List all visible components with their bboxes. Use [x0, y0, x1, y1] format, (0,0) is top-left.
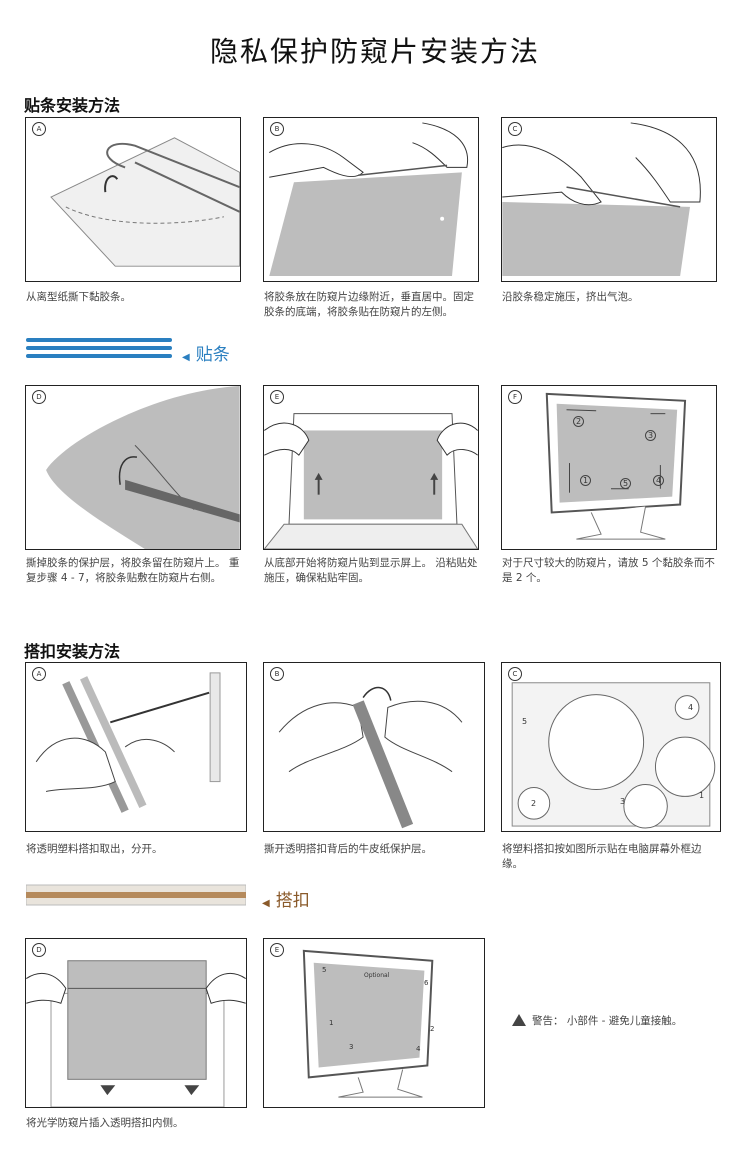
- clip-e-optional: Optional: [364, 972, 390, 979]
- badge-a: A: [32, 122, 46, 136]
- monitor-label-5: 5: [620, 478, 631, 489]
- step-f-caption: 对于尺寸较大的防窥片，请放 5 个黏胶条而不是 2 个。: [502, 557, 715, 584]
- clip-step-d-caption: 将光学防窥片插入透明搭扣内侧。: [26, 1117, 184, 1129]
- step-a-caption: 从离型纸撕下黏胶条。: [26, 291, 131, 303]
- strip-label: 贴条: [195, 345, 230, 365]
- badge-c: C: [508, 122, 522, 136]
- clip-badge-a: A: [32, 667, 46, 681]
- strip-legend: ◀ 贴条: [182, 340, 230, 365]
- monitor-label-2: 2: [573, 416, 584, 427]
- monitor-label-3: 3: [645, 430, 656, 441]
- warning-text: 警告： 小部件 - 避免儿童接触。: [532, 1015, 683, 1027]
- badge-e: E: [270, 390, 284, 404]
- warning-notice: 警告： 小部件 - 避免儿童接触。: [512, 1013, 682, 1028]
- clip-e-label-2: 2: [430, 1025, 435, 1033]
- step-f-illustration: F 2 3 1 5 4: [501, 385, 717, 550]
- step-e-caption: 从底部开始将防窥片贴到显示屏上。 沿粘贴处施压，确保粘贴牢固。: [264, 557, 478, 584]
- clip-step-a-illustration: A: [25, 662, 247, 832]
- clip-c-label-5: 5: [522, 717, 528, 726]
- arrow-left-icon: ◀: [182, 352, 190, 363]
- clip-badge-e: E: [270, 943, 284, 957]
- clip-legend: ◀ 搭扣: [262, 886, 310, 911]
- step-b-illustration: B: [263, 117, 479, 282]
- clip-e-label-1: 1: [329, 1019, 334, 1027]
- clip-c-label-3: 3: [620, 797, 626, 806]
- clip-e-label-6: 6: [424, 979, 429, 987]
- warning-icon: [512, 1014, 526, 1026]
- monitor-label-1: 1: [580, 475, 591, 486]
- clip-badge-d: D: [32, 943, 46, 957]
- step-d-caption: 撕掉胶条的保护层，将胶条留在防窥片上。 重复步骤 4 - 7，将胶条贴敷在防窥片…: [26, 557, 240, 584]
- clip-c-label-2: 2: [531, 799, 537, 808]
- clip-step-d-illustration: D: [25, 938, 247, 1108]
- clip-step-b-illustration: B: [263, 662, 485, 832]
- clip-step-a-caption: 将透明塑料搭扣取出，分开。: [26, 843, 163, 855]
- badge-f: F: [508, 390, 522, 404]
- monitor-label-4: 4: [653, 475, 664, 486]
- clip-badge-b: B: [270, 667, 284, 681]
- clip-e-label-4: 4: [416, 1045, 421, 1053]
- clip-c-label-1: 1: [699, 791, 705, 800]
- clip-e-label-3: 3: [349, 1043, 354, 1051]
- step-e-illustration: E: [263, 385, 479, 550]
- clip-c-label-4: 4: [688, 703, 694, 712]
- step-d-illustration: D: [25, 385, 241, 550]
- step-b-caption: 将胶条放在防窥片边缘附近，垂直居中。固定胶条的底端，将胶条贴在防窥片的左侧。: [264, 291, 474, 318]
- badge-d: D: [32, 390, 46, 404]
- clip-label: 搭扣: [275, 891, 310, 911]
- clip-strip-graphic: [25, 883, 247, 907]
- adhesive-strip-graphic: [26, 338, 172, 362]
- clip-step-e-illustration: E Optional 5 6 1 2 3 4: [263, 938, 485, 1108]
- step-a-illustration: A: [25, 117, 241, 282]
- clip-step-c-illustration: C 5 4 1 2 3: [501, 662, 721, 832]
- badge-b: B: [270, 122, 284, 136]
- clip-e-label-5: 5: [322, 966, 327, 974]
- section-heading-adhesive: 贴条安装方法: [24, 96, 121, 115]
- arrow-left-icon: ◀: [262, 898, 270, 909]
- step-c-illustration: C: [501, 117, 717, 282]
- section-heading-clip: 搭扣安装方法: [24, 642, 121, 661]
- clip-badge-c: C: [508, 667, 522, 681]
- page-title: 隐私保护防窥片安装方法: [209, 35, 540, 68]
- clip-step-b-caption: 撕开透明搭扣背后的牛皮纸保护层。: [264, 843, 432, 855]
- step-c-caption: 沿胶条稳定施压，挤出气泡。: [502, 291, 639, 303]
- clip-step-c-caption: 将塑料搭扣按如图所示贴在电脑屏幕外框边缘。: [502, 843, 702, 870]
